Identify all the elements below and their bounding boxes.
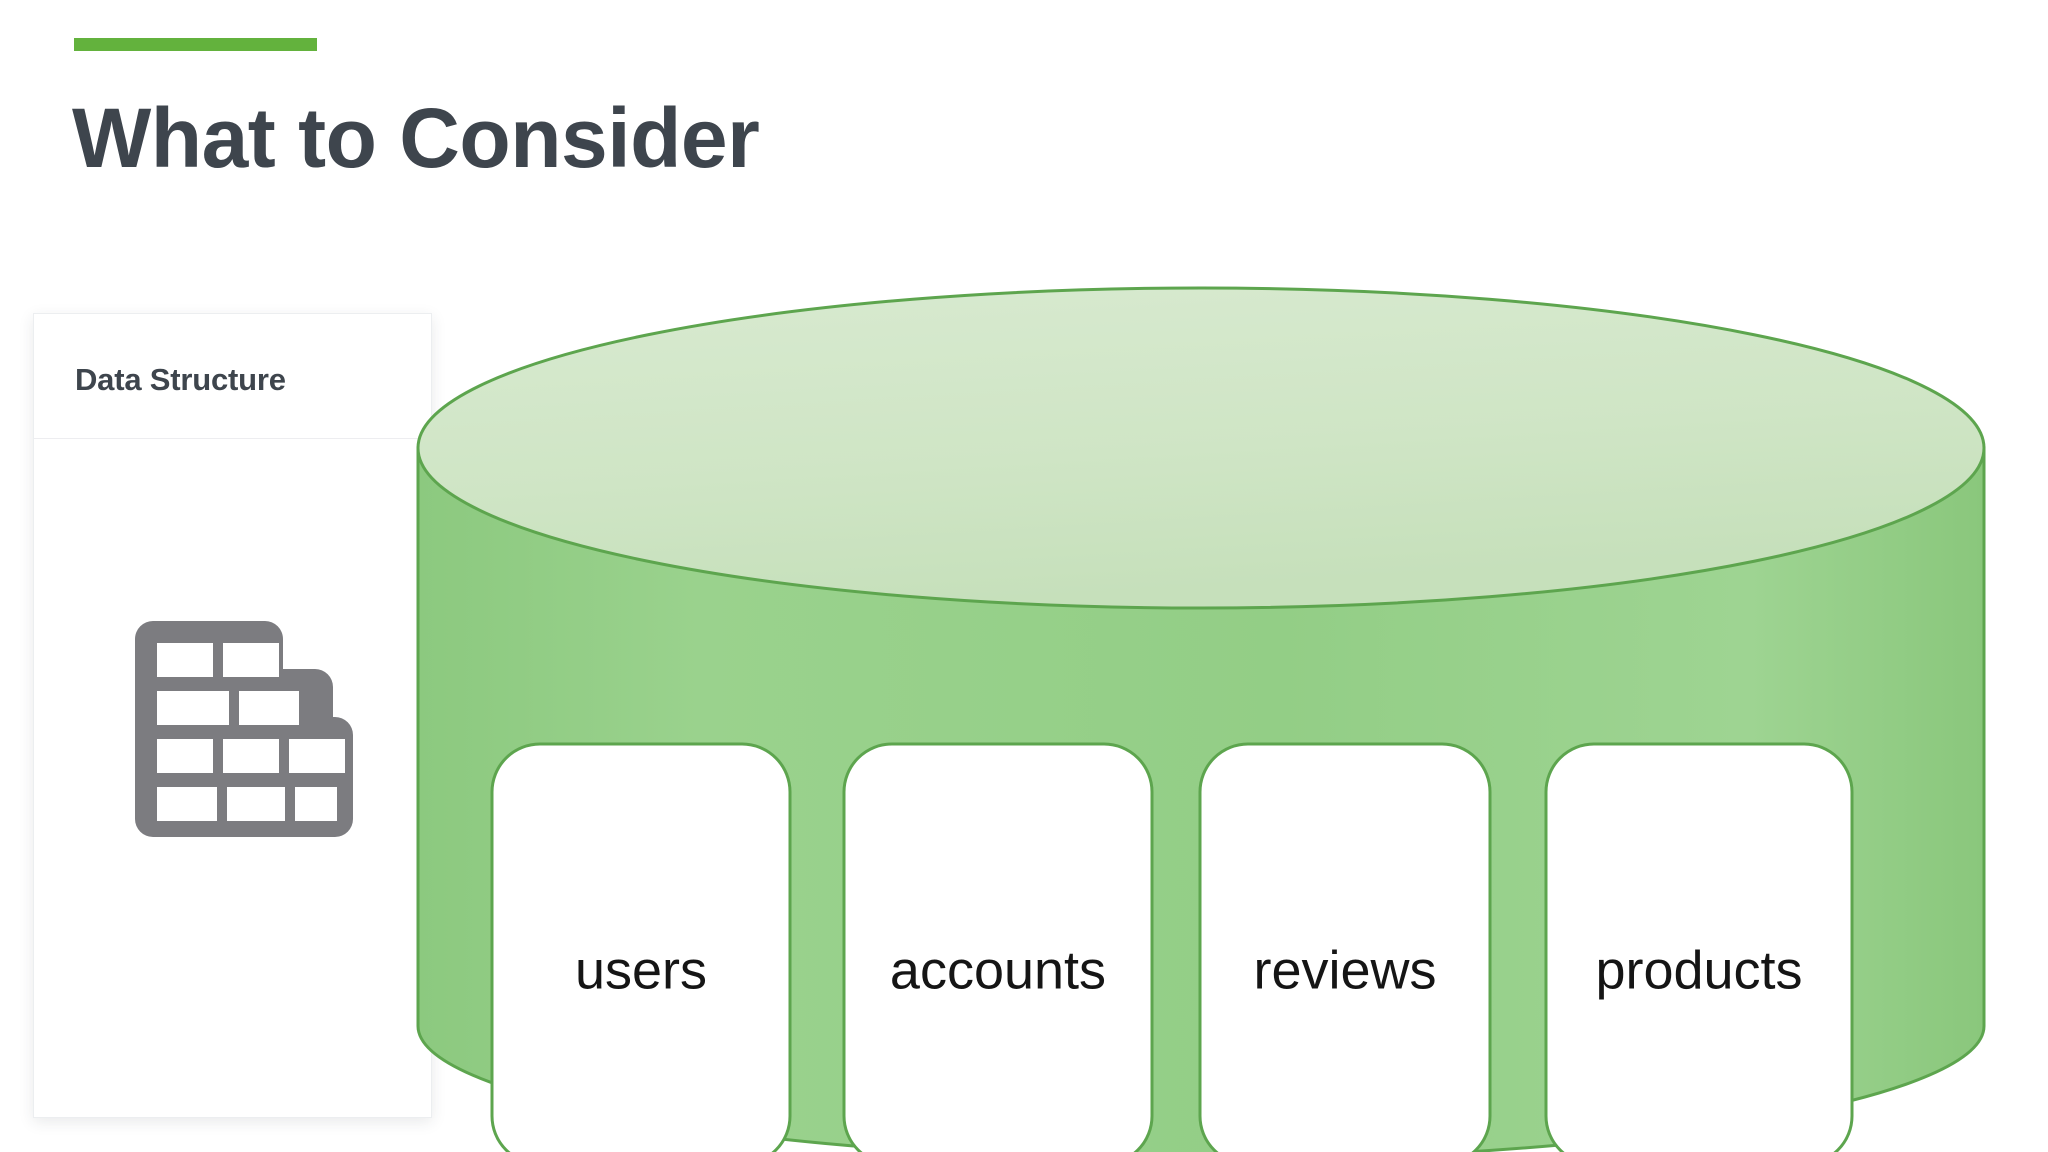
card-header: Data Structure (34, 314, 431, 439)
brick-wall-icon (119, 621, 353, 842)
table-box (842, 742, 1154, 1152)
table-box-group (490, 742, 1854, 1152)
page-title: What to Consider (72, 91, 760, 185)
table-box (490, 742, 792, 1152)
table-label-accounts: accounts (890, 940, 1106, 1000)
cylinder-top (416, 286, 1986, 610)
table-label-users: users (575, 940, 707, 1000)
accent-bar (74, 38, 317, 51)
table-box (1198, 742, 1492, 1152)
card-heading: Data Structure (75, 362, 286, 397)
table-label-products: products (1595, 940, 1802, 1000)
data-structure-card: Data Structure (33, 313, 432, 1118)
table-box (1544, 742, 1854, 1152)
database-cylinder-figure: users accounts reviews products (404, 266, 2048, 1152)
card-icon-area (34, 439, 431, 1119)
table-label-reviews: reviews (1253, 940, 1436, 1000)
